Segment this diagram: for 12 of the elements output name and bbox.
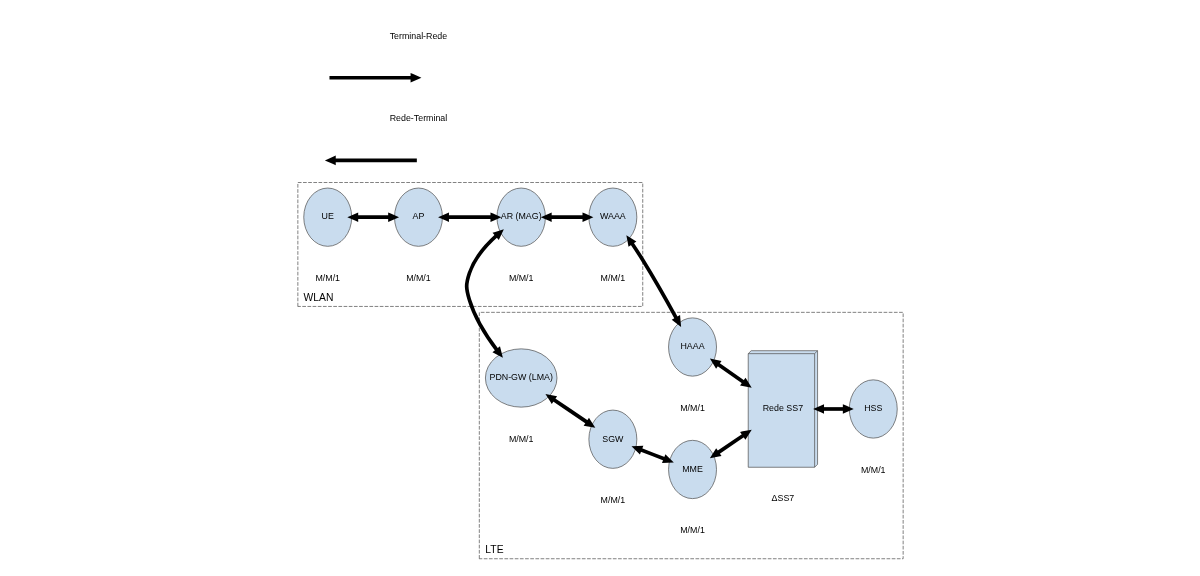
legend-label: Terminal-Rede bbox=[389, 30, 447, 41]
node-label: M/M/1 bbox=[508, 433, 533, 444]
node-label: M/M/1 bbox=[860, 464, 886, 475]
node-label: M/M/1 bbox=[314, 272, 340, 283]
node-label: M/M/1 bbox=[600, 272, 625, 283]
node-label: M/M/1 bbox=[508, 272, 533, 283]
node-label: M/M/1 bbox=[405, 272, 431, 283]
legend-label: Rede-Terminal bbox=[389, 113, 447, 124]
node-label: M/M/1 bbox=[679, 402, 705, 413]
node-label: M/M/1 bbox=[600, 494, 625, 505]
node-label: M/M/1 bbox=[679, 524, 705, 535]
node-label: ΔSS7 bbox=[771, 493, 794, 504]
